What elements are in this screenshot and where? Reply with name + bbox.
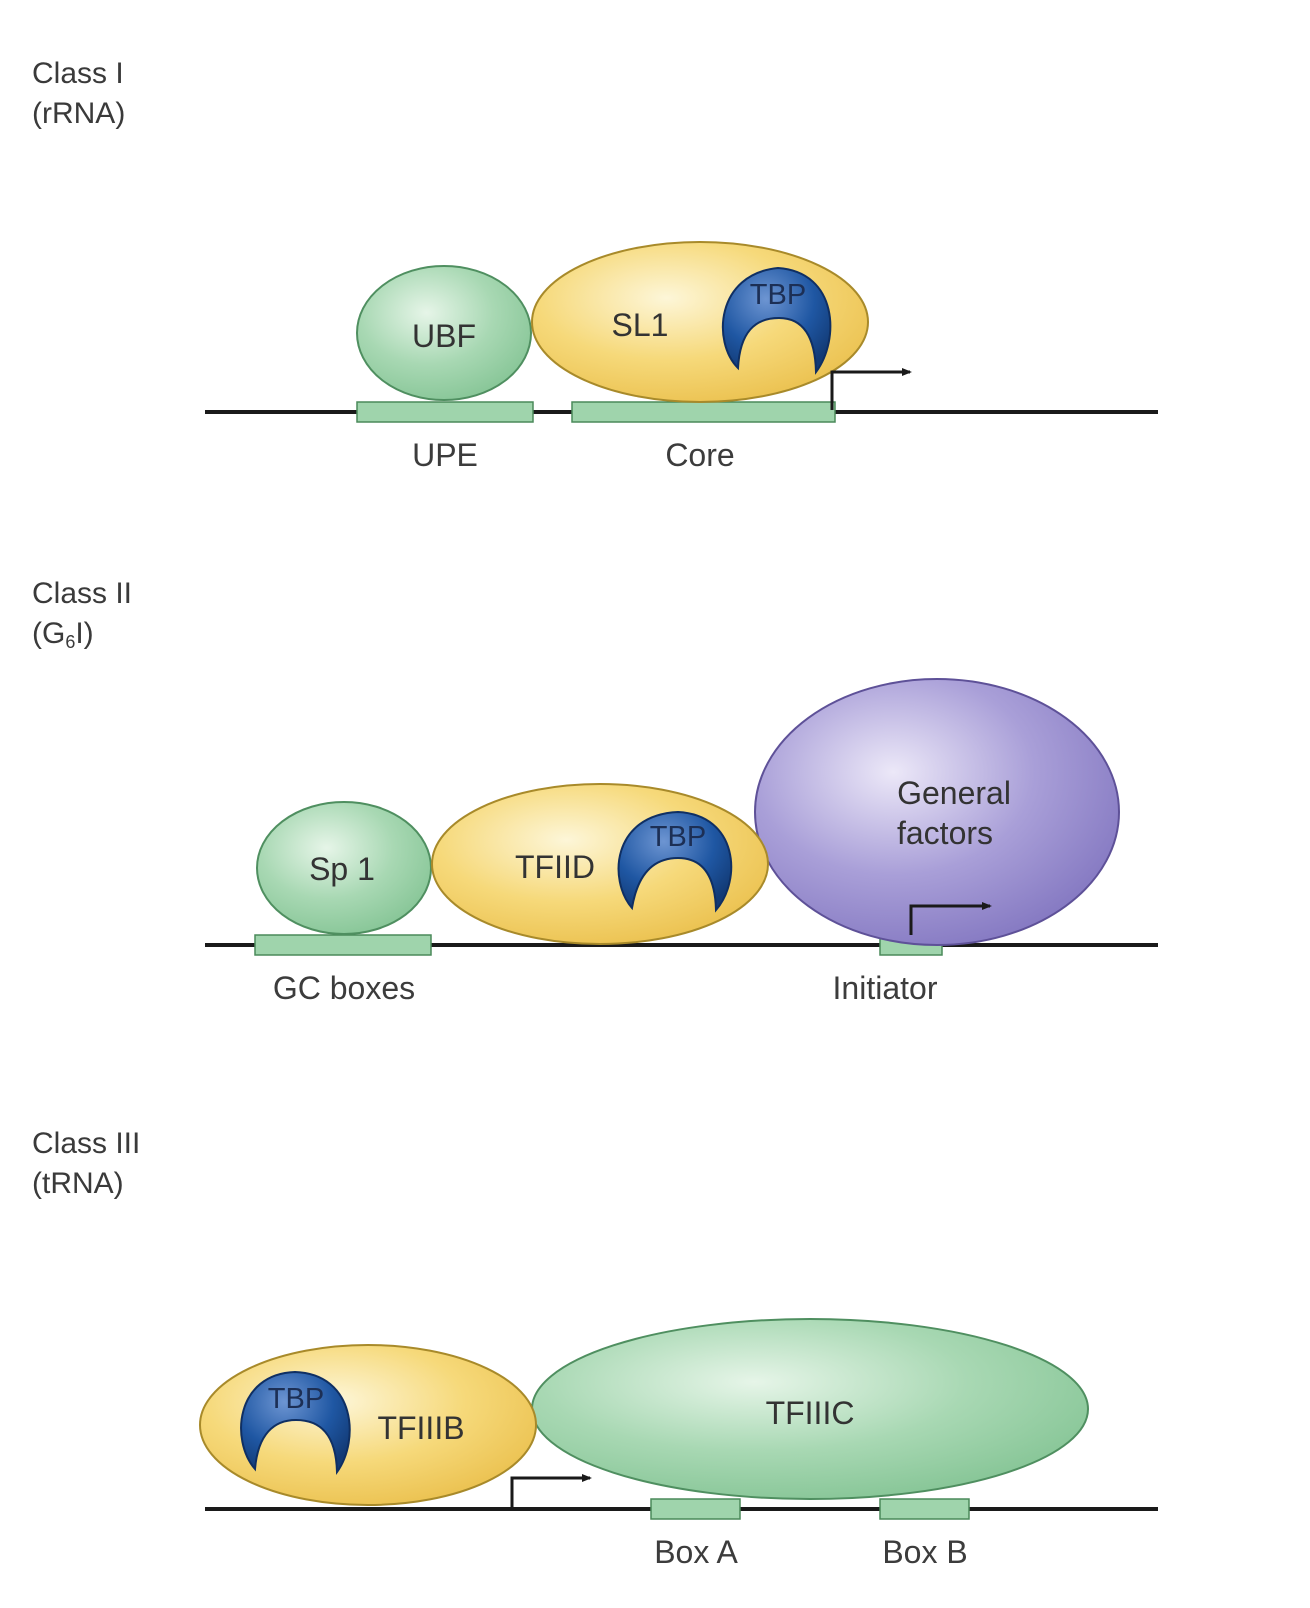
class-2-subtitle: (G6I) [32, 617, 94, 652]
upe-element [356, 401, 534, 423]
class-1-subtitle: (rRNA) [32, 97, 126, 130]
general-factors-label-line2: factors [897, 815, 993, 851]
start-arrow-2 [909, 902, 992, 935]
tbp-3-shape [240, 1370, 351, 1475]
upe-label: UPE [412, 437, 478, 473]
ubf-protein [356, 265, 532, 401]
start-arrow-1 [830, 368, 912, 410]
class-2-name: Class II [32, 577, 133, 610]
general-factors-label-line1: General [897, 775, 1011, 811]
core-element [571, 401, 836, 423]
class-3-label: Class III (tRNA) [32, 1124, 140, 1204]
class-2-diagram: TBP Sp 1 TFIID General factors GC boxes … [205, 678, 1158, 1006]
box-a-element [650, 1498, 741, 1520]
class-3-name: Class III [32, 1127, 141, 1160]
box-b-label: Box B [882, 1534, 967, 1570]
tbp-1: TBP [721, 266, 832, 375]
tfiiib-label: TFIIIB [377, 1410, 464, 1446]
box-b-element [879, 1498, 970, 1520]
start-arrow-3 [510, 1474, 592, 1507]
tbp-2-label: TBP [650, 821, 706, 853]
gc-boxes-element [254, 934, 432, 956]
tbp-1-label: TBP [750, 279, 806, 311]
class-1-name: Class I [32, 57, 124, 90]
ubf-label: UBF [412, 318, 476, 354]
class-2-label: Class II (G6I) [32, 574, 132, 662]
general-factors-protein [754, 678, 1120, 946]
tbp-3-label: TBP [268, 1383, 324, 1415]
class-3-diagram: TBP TFIIIB TFIIIC Box A Box B [199, 1318, 1158, 1570]
gc-boxes-label: GC boxes [273, 970, 415, 1006]
sp1-label: Sp 1 [309, 851, 375, 887]
box-a-label: Box A [654, 1534, 738, 1570]
tbp-2-shape [617, 810, 733, 913]
sl1-label: SL1 [612, 307, 669, 343]
initiator-label: Initiator [833, 970, 938, 1006]
tbp-1-shape [721, 266, 832, 375]
tfiiic-label: TFIIIC [766, 1395, 855, 1431]
class-3-subtitle: (tRNA) [32, 1167, 124, 1200]
tfiid-label: TFIID [515, 849, 595, 885]
class-1-label: Class I (rRNA) [32, 54, 125, 134]
tbp-2: TBP [617, 810, 733, 913]
class-1-diagram: TBP UBF SL1 UPE Core [205, 241, 1158, 473]
tbp-3: TBP [240, 1370, 351, 1475]
core-label: Core [665, 437, 734, 473]
sp1-protein [256, 801, 432, 935]
